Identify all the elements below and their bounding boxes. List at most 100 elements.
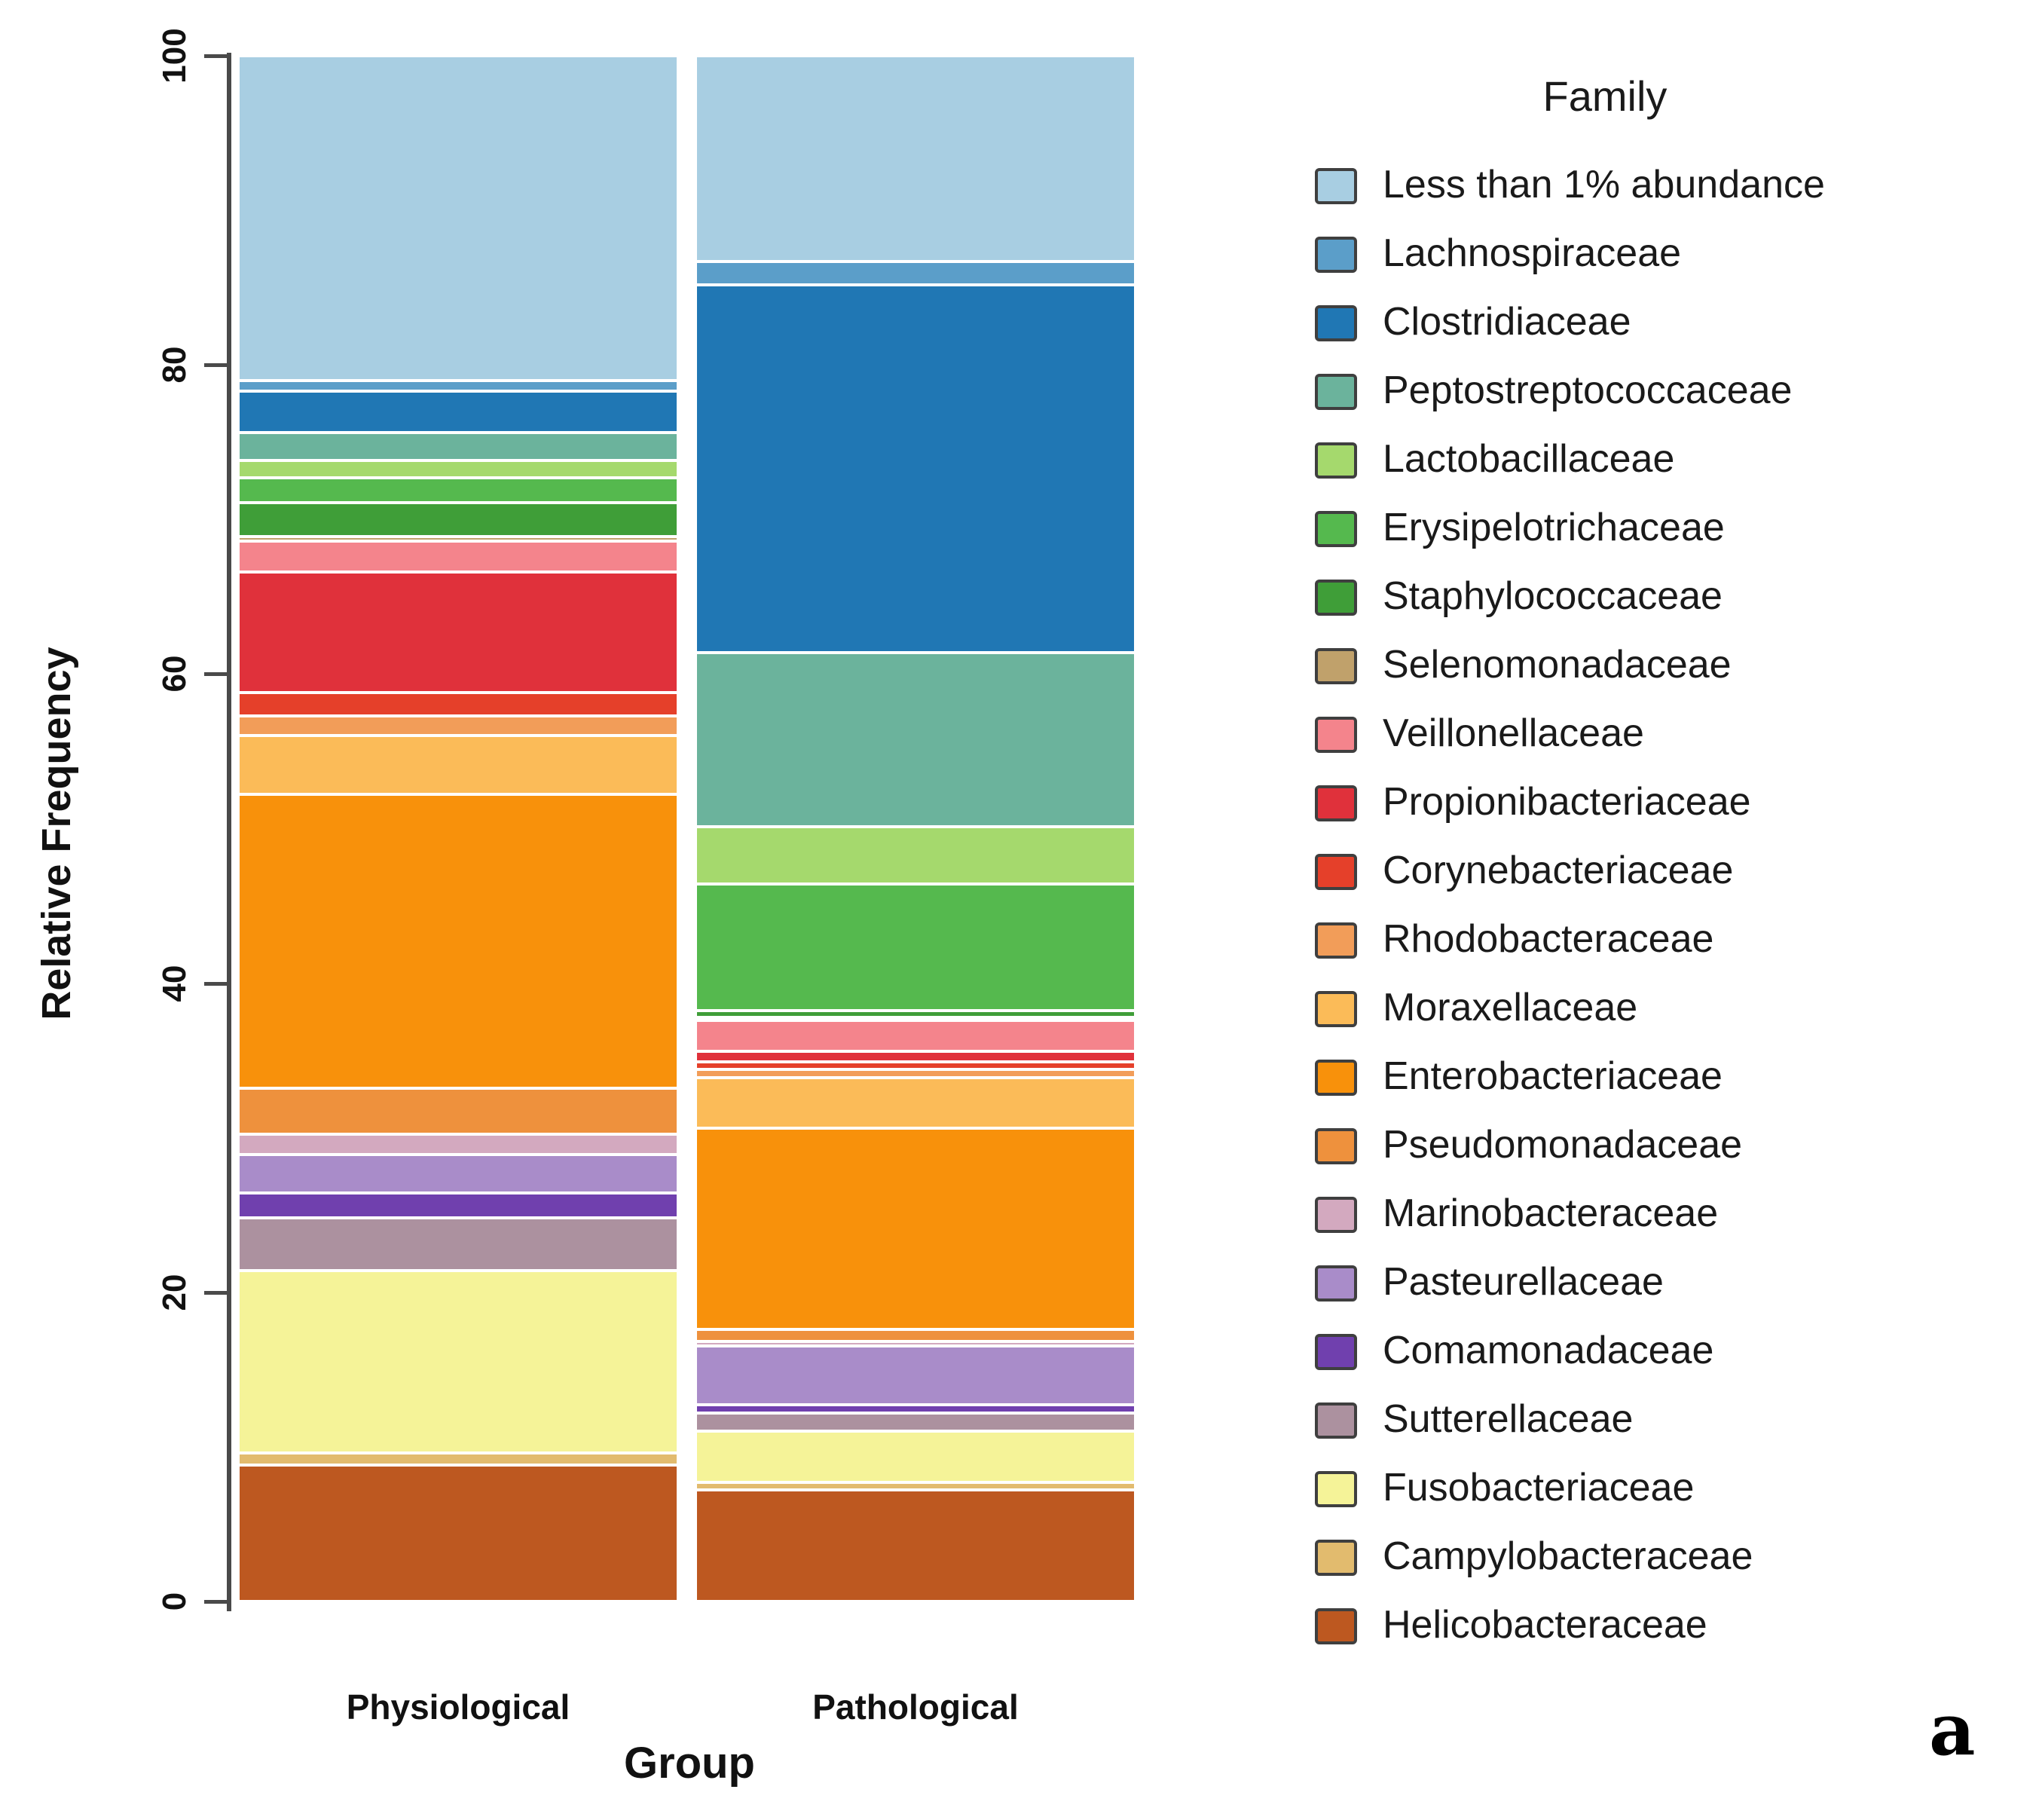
bar-segment <box>240 1134 677 1155</box>
y-axis-tick <box>204 672 227 677</box>
bar-segment <box>240 1452 677 1466</box>
bar-segment <box>240 715 677 736</box>
legend-label: Veillonellaceae <box>1383 711 1644 755</box>
legend-swatch <box>1315 1197 1357 1233</box>
legend-label: Enterobacteriaceae <box>1383 1054 1723 1098</box>
bar-segment <box>240 1193 677 1219</box>
legend-swatch <box>1315 374 1357 410</box>
legend-label: Helicobacteraceae <box>1383 1603 1707 1647</box>
bar-segment <box>697 1128 1134 1329</box>
bar-segment <box>240 1087 677 1135</box>
bar-segment <box>697 884 1134 1011</box>
y-axis-tick <box>204 54 227 58</box>
legend-swatch <box>1315 1334 1357 1370</box>
bar-segment <box>697 1482 1134 1491</box>
bar-segment <box>697 1077 1134 1129</box>
legend-swatch <box>1315 237 1357 273</box>
bar-segment <box>240 460 677 478</box>
legend-label: Peptostreptococcaceae <box>1383 369 1793 412</box>
legend-swatch <box>1315 1471 1357 1507</box>
legend-label: Selenomonadaceae <box>1383 643 1732 687</box>
bar-segment <box>697 1431 1134 1482</box>
legend-swatch <box>1315 922 1357 959</box>
bar-segment <box>697 1011 1134 1017</box>
legend-label: Rhodobacteraceae <box>1383 917 1714 961</box>
bar-segment <box>240 794 677 1088</box>
y-axis-tick <box>204 1290 227 1295</box>
category-label: Physiological <box>346 1687 570 1727</box>
y-axis-tick-label: 0 <box>156 1592 193 1611</box>
bar-segment <box>240 1465 677 1601</box>
bar-segment <box>240 56 677 381</box>
y-axis-tick-label: 100 <box>156 28 193 84</box>
bar-segment <box>697 261 1134 285</box>
legend-swatch <box>1315 854 1357 890</box>
legend-label: Comamonadaceae <box>1383 1329 1714 1372</box>
legend-title: Family <box>1542 72 1668 120</box>
bar-segment <box>697 1051 1134 1063</box>
bar-segment <box>697 1329 1134 1342</box>
legend-label: Propionibacteriaceae <box>1383 780 1751 824</box>
y-axis-tick-label: 40 <box>156 965 193 1002</box>
legend-label: Campylobacteraceae <box>1383 1534 1753 1578</box>
bar-segment <box>697 284 1134 653</box>
legend-swatch <box>1315 1402 1357 1439</box>
bar-segment <box>697 1412 1134 1432</box>
bar-segment <box>240 1218 677 1271</box>
bar-segment <box>240 1270 677 1453</box>
bar-segment <box>240 433 677 461</box>
bar-segment <box>697 1069 1134 1078</box>
category-label: Pathological <box>812 1687 1019 1727</box>
bar-segment <box>697 56 1134 262</box>
bar-segment <box>697 1020 1134 1051</box>
bar-segment <box>697 827 1134 885</box>
bar-segment <box>240 736 677 795</box>
y-axis-tick <box>204 981 227 986</box>
bar-segment <box>697 1405 1134 1413</box>
legend-swatch <box>1315 511 1357 547</box>
bar-segment <box>240 391 677 433</box>
legend-swatch <box>1315 1608 1357 1644</box>
y-axis-tick <box>204 1600 227 1604</box>
legend-label: Erysipelotrichaceae <box>1383 506 1725 549</box>
legend-swatch <box>1315 785 1357 821</box>
bar-segment <box>240 380 677 392</box>
panel-label-a: a <box>1929 1688 1976 1772</box>
legend-swatch <box>1315 648 1357 684</box>
legend-label: Lachnospiraceae <box>1383 231 1682 275</box>
legend-label: Lactobacillaceae <box>1383 437 1675 481</box>
legend-swatch <box>1315 717 1357 753</box>
legend-swatch <box>1315 168 1357 204</box>
legend-label: Staphylococcaceae <box>1383 574 1723 618</box>
legend-swatch <box>1315 1540 1357 1576</box>
bar-segment <box>697 1346 1134 1406</box>
legend-label: Fusobacteriaceae <box>1383 1466 1695 1510</box>
bar-segment <box>240 540 677 572</box>
legend-label: Marinobacteraceae <box>1383 1191 1719 1235</box>
legend-label: Less than 1% abundance <box>1383 163 1825 206</box>
legend-label: Corynebacteriaceae <box>1383 849 1734 892</box>
legend-label: Clostridiaceae <box>1383 300 1631 344</box>
bar-segment <box>697 1341 1134 1347</box>
y-axis-title: Relative Frequency <box>34 647 79 1020</box>
bar-physiological <box>240 56 677 1601</box>
legend-swatch <box>1315 991 1357 1027</box>
bar-segment <box>240 502 677 537</box>
bar-segment <box>697 1017 1134 1020</box>
legend-label: Pasteurellaceae <box>1383 1260 1664 1304</box>
bar-segment <box>697 1062 1134 1070</box>
bar-segment <box>240 536 677 541</box>
legend-swatch <box>1315 442 1357 479</box>
legend-swatch <box>1315 305 1357 341</box>
bar-segment <box>240 692 677 716</box>
x-axis-title: Group <box>624 1739 755 1788</box>
y-axis-tick-label: 60 <box>156 655 193 693</box>
bar-segment <box>240 571 677 693</box>
bar-segment <box>697 652 1134 827</box>
bar-segment <box>240 1155 677 1194</box>
y-axis-tick-label: 20 <box>156 1274 193 1311</box>
legend-label: Pseudomonadaceae <box>1383 1123 1743 1167</box>
legend-swatch <box>1315 1265 1357 1302</box>
y-axis-tick <box>204 363 227 368</box>
